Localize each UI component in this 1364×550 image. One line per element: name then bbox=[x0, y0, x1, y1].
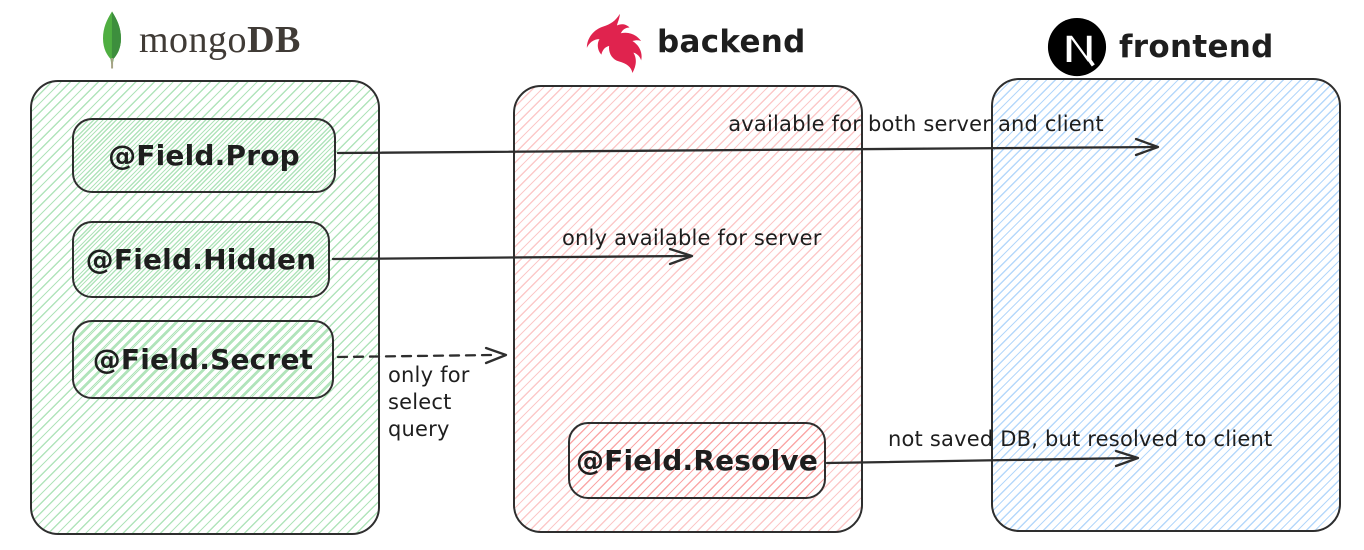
header-frontend: frontend bbox=[1047, 16, 1274, 78]
field-secret-label: @Field.Secret bbox=[92, 343, 314, 376]
header-mongodb: mongoDB bbox=[97, 8, 301, 72]
label-resolve-arrow: not saved DB, but resolved to client bbox=[888, 427, 1273, 451]
container-frontend bbox=[991, 78, 1341, 532]
field-prop: @Field.Prop bbox=[72, 118, 336, 193]
nestjs-icon bbox=[586, 13, 642, 73]
nextjs-icon bbox=[1047, 17, 1107, 77]
label-secret-line-2: select bbox=[388, 390, 452, 414]
field-hidden-label: @Field.Hidden bbox=[85, 243, 317, 276]
label-secret-line-3: query bbox=[388, 417, 450, 441]
header-frontend-label: frontend bbox=[1119, 29, 1274, 65]
field-prop-label: @Field.Prop bbox=[108, 139, 300, 172]
header-backend: backend bbox=[583, 8, 806, 76]
field-resolve: @Field.Resolve bbox=[568, 422, 826, 499]
container-mongodb bbox=[30, 80, 380, 535]
mongodb-leaf-icon bbox=[103, 11, 121, 69]
header-backend-label: backend bbox=[657, 24, 806, 60]
field-secret: @Field.Secret bbox=[72, 320, 334, 399]
label-prop-arrow: available for both server and client bbox=[728, 112, 1104, 136]
label-secret-arrow: only for select query bbox=[388, 362, 508, 443]
container-backend bbox=[513, 85, 863, 533]
header-mongodb-label: mongoDB bbox=[139, 19, 301, 61]
label-hidden-arrow: only available for server bbox=[562, 226, 822, 250]
field-hidden: @Field.Hidden bbox=[72, 221, 330, 298]
field-resolve-label: @Field.Resolve bbox=[575, 444, 819, 477]
label-secret-line-1: only for bbox=[388, 363, 470, 387]
